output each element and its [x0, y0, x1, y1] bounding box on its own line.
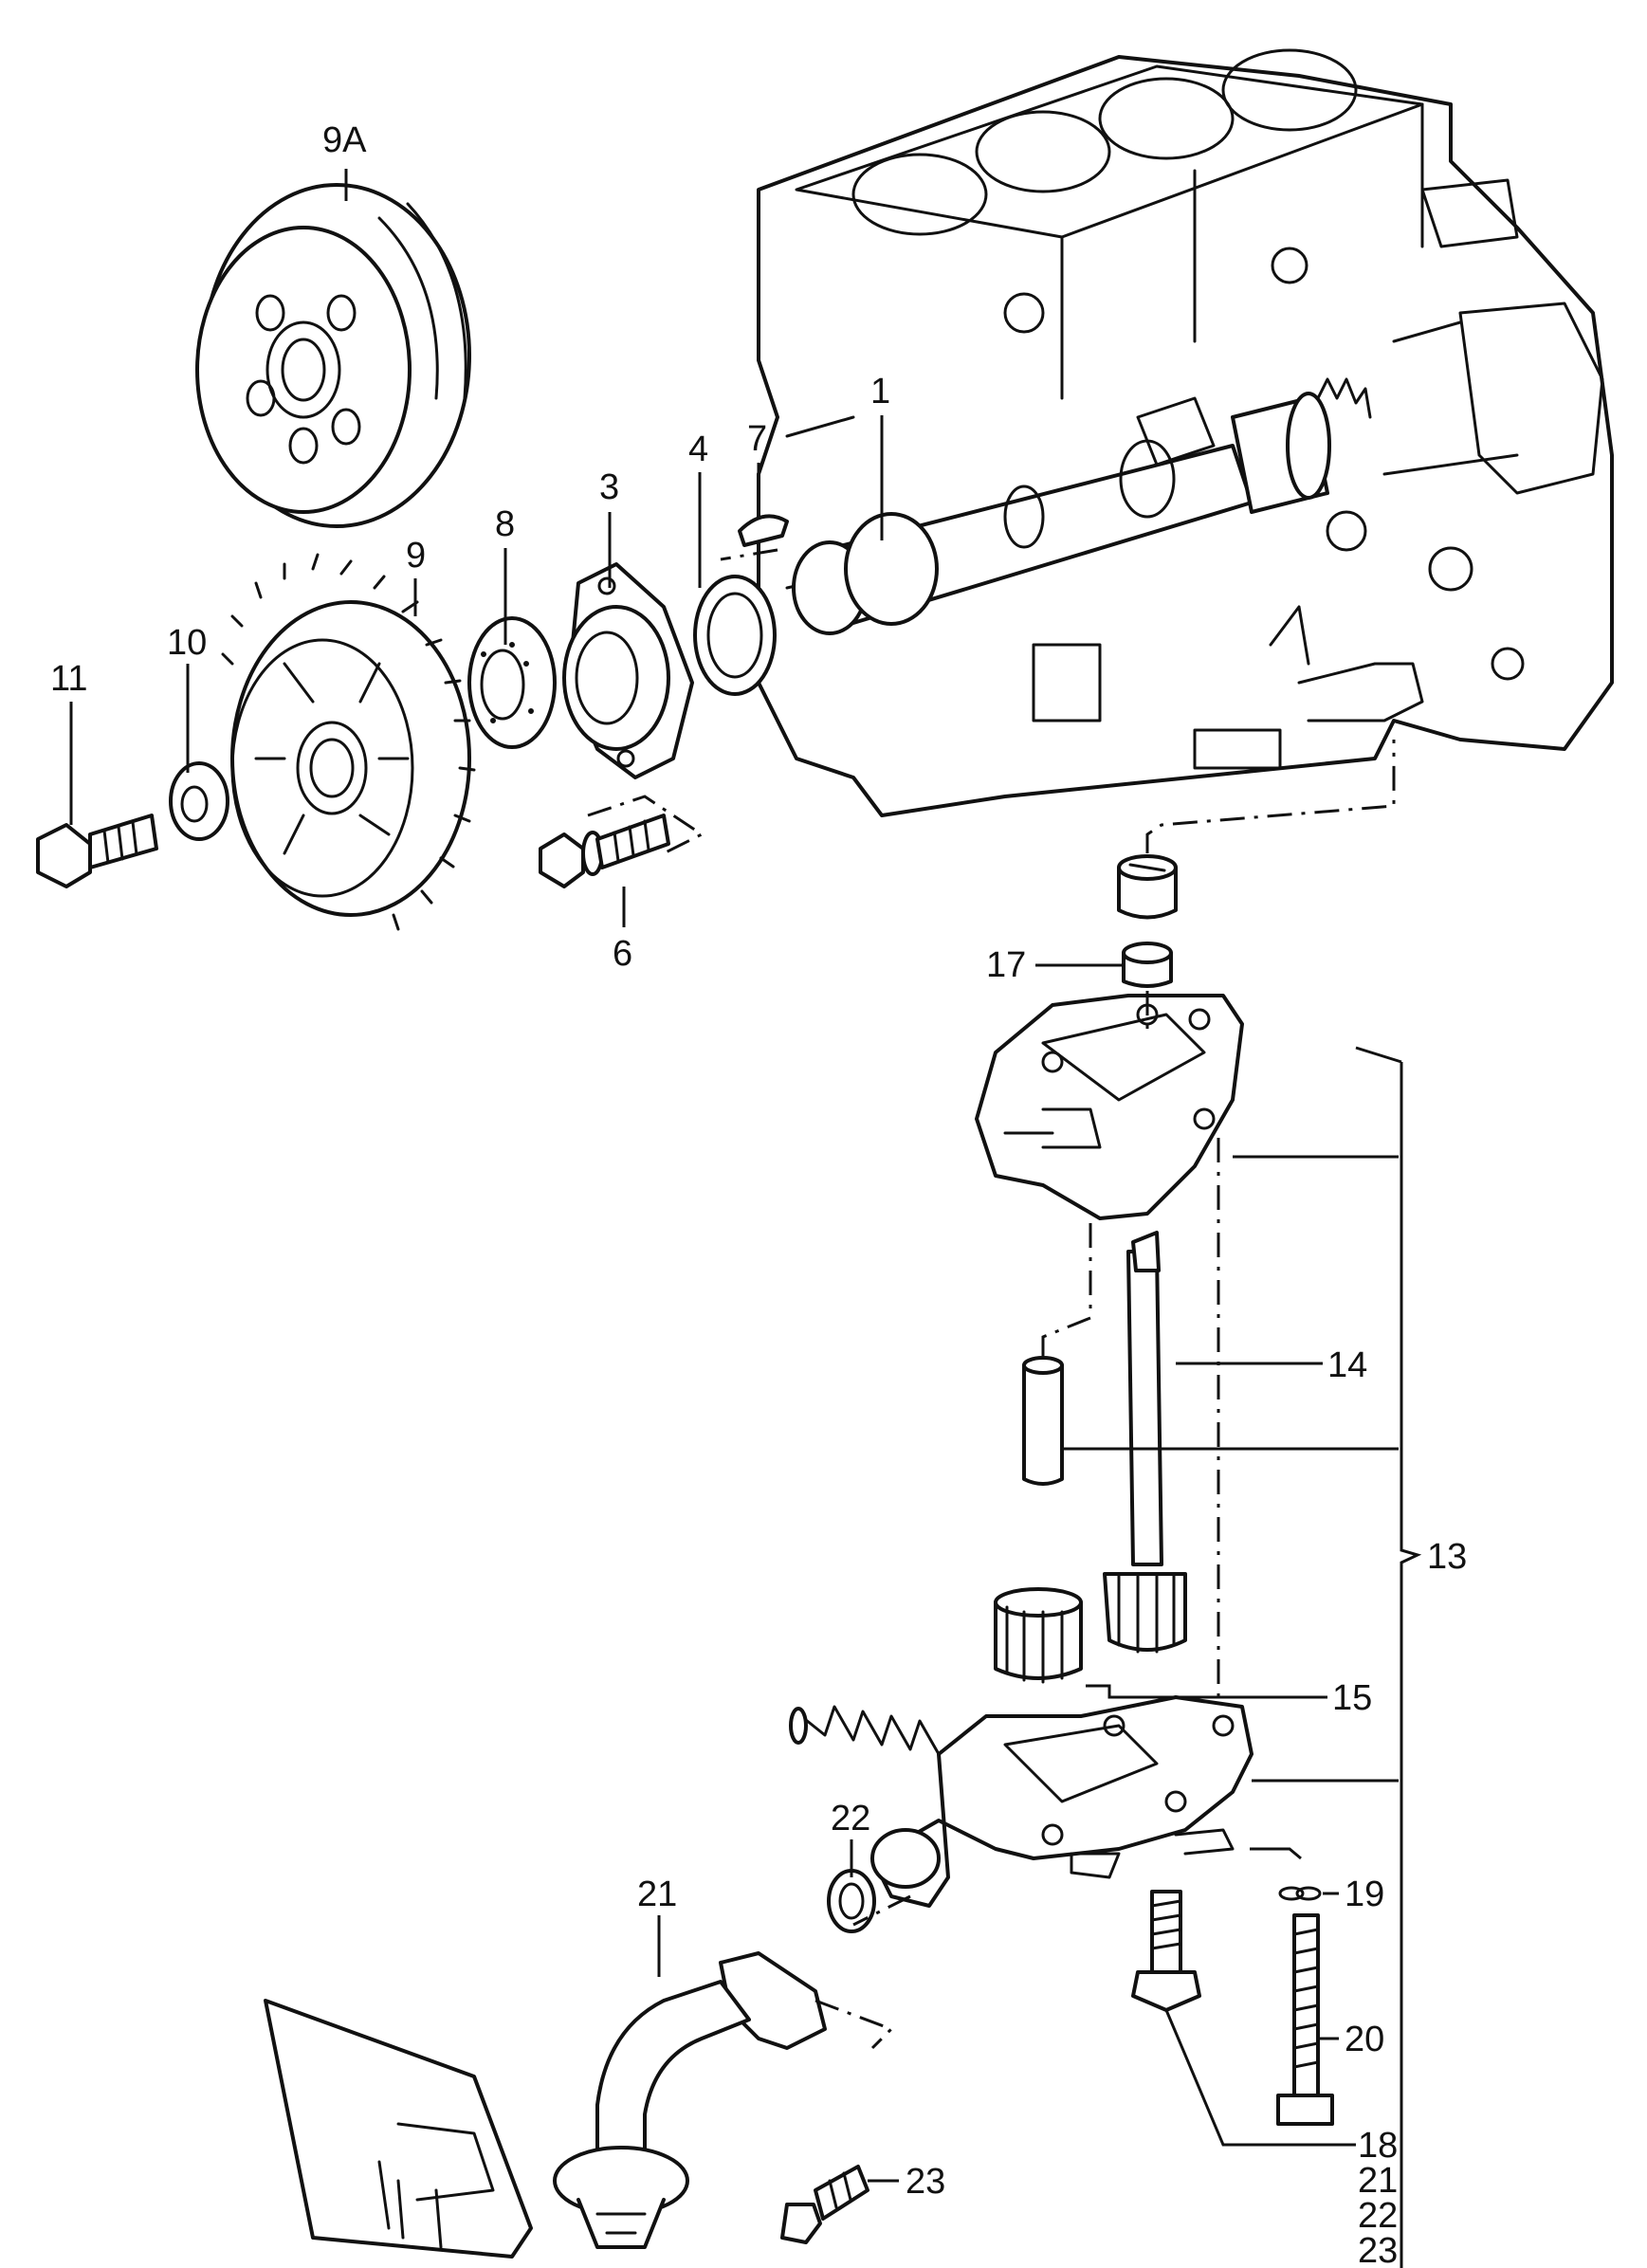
callout-19: 19 — [1345, 1875, 1384, 1914]
callout-13: 13 — [1427, 1537, 1467, 1577]
callout-7: 7 — [747, 419, 767, 459]
callout-23: 23 — [906, 2162, 945, 2202]
callout-6: 6 — [613, 934, 632, 974]
callout-3: 3 — [599, 467, 619, 507]
callout-18-note-22: 22 — [1358, 2196, 1398, 2236]
bolt-20 — [1276, 1913, 1334, 2126]
drive-gear-cap — [1117, 854, 1178, 920]
oil-baffle — [264, 1999, 533, 2259]
bolt-6 — [539, 814, 670, 888]
callout-1: 1 — [870, 372, 890, 412]
gasket-4 — [693, 575, 777, 696]
callout-17: 17 — [986, 945, 1026, 985]
oil-pump-housing — [870, 1695, 1254, 1908]
bolt-23 — [780, 2165, 869, 2244]
callout-8: 8 — [495, 504, 515, 544]
intermediate-shaft — [792, 377, 1372, 635]
pickup-tube-21 — [553, 1951, 827, 2249]
washer-19 — [1278, 1886, 1322, 1901]
washer-10 — [169, 761, 229, 841]
callout-20: 20 — [1345, 2020, 1384, 2059]
woodruff-key-7 — [738, 514, 789, 547]
callout-9: 9 — [406, 536, 426, 576]
engine-block — [757, 48, 1614, 817]
callout-22: 22 — [831, 1799, 870, 1838]
flange-3 — [562, 562, 694, 779]
callout-15: 15 — [1332, 1678, 1372, 1718]
dowel-pin — [1022, 1356, 1064, 1486]
sprocket-9 — [221, 553, 476, 931]
callout-9a: 9A — [322, 120, 367, 160]
bolt-11 — [36, 814, 158, 888]
callout-14: 14 — [1327, 1345, 1367, 1385]
callout-10: 10 — [167, 623, 207, 663]
bush-17 — [1122, 942, 1173, 988]
callout-21: 21 — [637, 1875, 677, 1914]
centre-lines — [587, 548, 1396, 2050]
relief-spring — [789, 1705, 941, 1756]
bolt-18 — [1131, 1890, 1201, 2012]
gasket-22 — [827, 1869, 876, 1933]
callout-4: 4 — [688, 430, 708, 469]
pulley-9a — [195, 183, 471, 528]
callout-18-note-23: 23 — [1358, 2231, 1398, 2268]
pump-gear-15 — [994, 1587, 1083, 1684]
oil-seal-8 — [467, 616, 557, 749]
pump-shaft-14 — [1103, 1231, 1187, 1654]
callout-18-note-21: 21 — [1358, 2161, 1398, 2201]
callout-11: 11 — [50, 659, 87, 699]
callout-labels: 9A 9 8 3 4 7 1 10 11 6 17 14 13 15 22 19… — [50, 120, 1467, 2268]
callout-18: 18 — [1358, 2126, 1398, 2166]
oil-pump-cover — [975, 994, 1244, 1220]
